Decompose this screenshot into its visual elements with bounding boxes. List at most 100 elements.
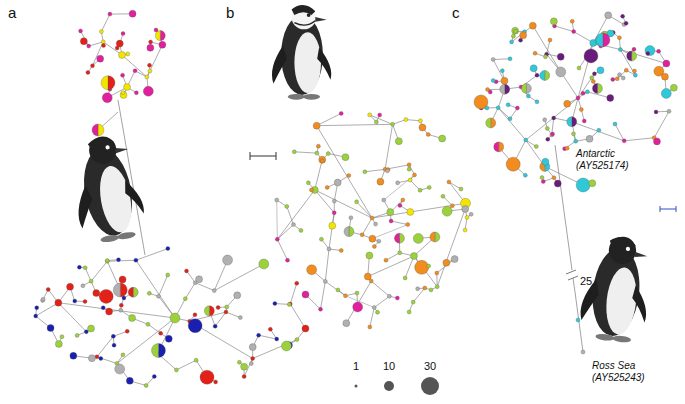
network-link (81, 31, 89, 46)
haplotype-node (411, 300, 415, 304)
haplotype-node (70, 352, 77, 359)
haplotype-node (435, 271, 439, 275)
haplotype-node (491, 79, 495, 83)
haplotype-node (83, 266, 87, 270)
haplotype-slice (158, 343, 165, 357)
haplotype-node (591, 79, 595, 83)
haplotype-node (416, 287, 420, 291)
haplotype-node (102, 93, 112, 103)
haplotype-node (360, 233, 364, 237)
haplotype-node (126, 52, 130, 56)
haplotype-node (488, 90, 492, 94)
network-link (555, 26, 574, 32)
haplotype-node (443, 259, 450, 266)
network-link (226, 312, 240, 318)
haplotype-node (389, 219, 393, 223)
haplotype-node (152, 375, 156, 379)
haplotype-node (89, 279, 93, 283)
haplotype-node (576, 318, 580, 322)
haplotype-node (309, 188, 313, 192)
haplotype-node (124, 84, 131, 91)
panel-letter: c (452, 4, 460, 21)
haplotype-node (84, 330, 88, 334)
haplotype-node (543, 55, 547, 59)
network-link (512, 26, 533, 42)
haplotype-node (97, 55, 104, 62)
haplotype-node (129, 315, 136, 322)
network-link (325, 249, 329, 281)
haplotype-node (194, 358, 198, 362)
legend-label: 1 (353, 360, 359, 373)
haplotype-node (442, 206, 452, 216)
haplotype-node (657, 49, 661, 53)
haplotype-slice (486, 118, 491, 128)
haplotype-node (581, 91, 585, 95)
legend-label: 30 (424, 360, 436, 373)
haplotype-node (121, 73, 125, 77)
haplotype-node (395, 138, 402, 145)
haplotype-node (273, 302, 277, 306)
haplotype-node (501, 77, 508, 84)
network-links (36, 14, 674, 386)
haplotype-node (275, 237, 279, 241)
haplotype-node (251, 357, 255, 361)
haplotype-node (196, 276, 203, 283)
network-link (36, 303, 59, 316)
network-link (290, 304, 305, 329)
haplotype-node (410, 252, 417, 259)
haplotype-node (73, 299, 77, 303)
haplotype-node (376, 310, 380, 314)
network-link (122, 55, 147, 77)
haplotype-node (295, 338, 299, 342)
haplotype-slice (399, 233, 404, 243)
haplotype-node (144, 383, 148, 387)
haplotype-node (564, 100, 571, 107)
haplotype-node (134, 258, 138, 262)
network-link (97, 357, 117, 364)
haplotype-node (577, 66, 581, 70)
haplotype-node (535, 100, 539, 104)
haplotype-slice (430, 232, 435, 242)
haplotype-node (465, 215, 469, 219)
network-link (329, 213, 334, 249)
haplotype-node (407, 208, 414, 215)
haplotype-node (147, 63, 151, 67)
haplotype-node (90, 64, 94, 68)
haplotype-node (325, 185, 329, 189)
haplotype-slice (596, 33, 603, 47)
network-link (365, 169, 385, 171)
haplotype-node (287, 302, 291, 306)
haplotype-node (551, 132, 555, 136)
network-link (624, 138, 654, 141)
network-link (371, 281, 389, 296)
haplotype-node (75, 333, 79, 337)
haplotype-node (157, 294, 161, 298)
haplotype-node (117, 258, 121, 262)
haplotype-node (592, 72, 596, 76)
network-link (315, 160, 322, 190)
haplotype-node (621, 14, 625, 18)
haplotype-node (506, 103, 510, 107)
network-link (277, 190, 314, 239)
haplotype-node (404, 118, 408, 122)
haplotype-node (238, 316, 242, 320)
network-link (547, 40, 550, 54)
haplotype-node (427, 264, 431, 268)
haplotype-node (582, 119, 586, 123)
haplotype-node (295, 281, 299, 285)
haplotype-node (419, 124, 426, 131)
network-link (117, 318, 175, 363)
haplotype-node (212, 289, 216, 293)
haplotype-node (106, 308, 113, 315)
haplotype-node (398, 251, 402, 255)
haplotype-node (441, 194, 445, 198)
network-link (159, 275, 168, 296)
haplotype-slice (572, 117, 577, 127)
haplotype-node (119, 303, 123, 307)
haplotype-node (143, 86, 153, 96)
haplotype-node (548, 38, 552, 42)
haplotype-node (418, 119, 422, 123)
network-link (386, 253, 400, 260)
haplotype-node (349, 216, 353, 220)
